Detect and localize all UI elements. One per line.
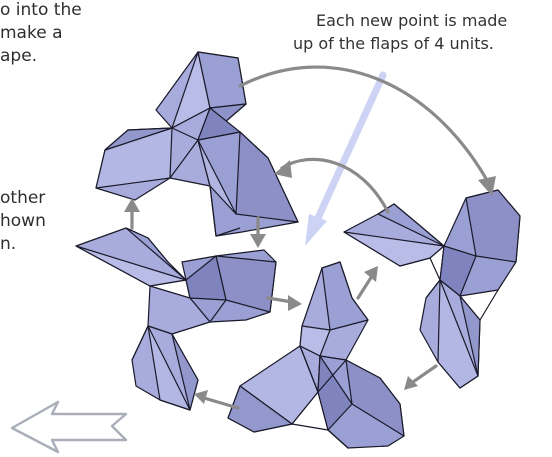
outline-direction-arrow [12,402,126,452]
left-text-line-1: o into the [0,0,82,21]
left-text-line-6: n. [0,234,16,255]
caption-line-1: Each new point is made [316,10,507,31]
caption-line-2: up of the flaps of 4 units. [293,33,494,54]
left-text-line-5: hown [0,211,46,232]
left-text-line-4: other [0,188,45,209]
unit-right [344,190,520,388]
left-text-line-3: ape. [0,46,37,67]
left-text-line-2: make a [0,23,63,44]
